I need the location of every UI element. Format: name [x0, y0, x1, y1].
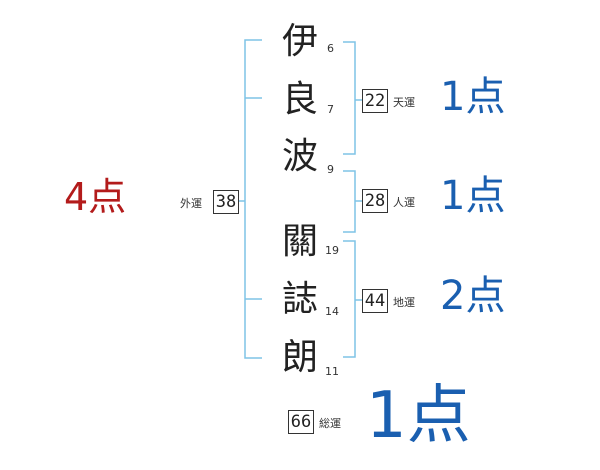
stroke-count-6: 11 — [325, 365, 339, 378]
tenun-value-box: 22 — [362, 89, 388, 113]
chiun-score: 2点 — [440, 273, 506, 319]
jinun-value-box: 28 — [362, 189, 388, 213]
name-char-6: 朗 — [281, 337, 318, 378]
jinun-label: 人運 — [393, 196, 415, 209]
soun-score: 1点 — [366, 379, 471, 453]
stroke-count-5: 14 — [325, 305, 339, 318]
gaiun-value-box: 38 — [213, 190, 239, 214]
name-char-1: 伊 — [281, 21, 318, 62]
name-char-2: 良 — [281, 79, 318, 120]
tenun-label: 天運 — [393, 96, 415, 109]
name-char-3: 波 — [281, 136, 318, 177]
gaiun-label: 外運 — [180, 197, 202, 210]
soun-value-box: 66 — [288, 410, 314, 434]
stroke-count-3: 9 — [327, 163, 334, 176]
left-bracket — [244, 39, 262, 359]
soun-label: 総運 — [319, 417, 341, 430]
right-bracket-chiun — [343, 240, 356, 358]
chiun-label: 地運 — [393, 296, 415, 309]
right-bracket-tenun — [343, 41, 356, 155]
right-bracket-jinun — [343, 170, 356, 233]
stroke-count-1: 6 — [327, 42, 334, 55]
chiun-value-box: 44 — [362, 289, 388, 313]
gaiun-score: 4点 — [64, 175, 127, 219]
name-char-5: 誌 — [281, 279, 318, 320]
jinun-score: 1点 — [440, 173, 506, 219]
stroke-count-4: 19 — [325, 244, 339, 257]
stroke-count-2: 7 — [327, 103, 334, 116]
tenun-score: 1点 — [440, 74, 506, 120]
name-char-4: 關 — [281, 221, 318, 262]
